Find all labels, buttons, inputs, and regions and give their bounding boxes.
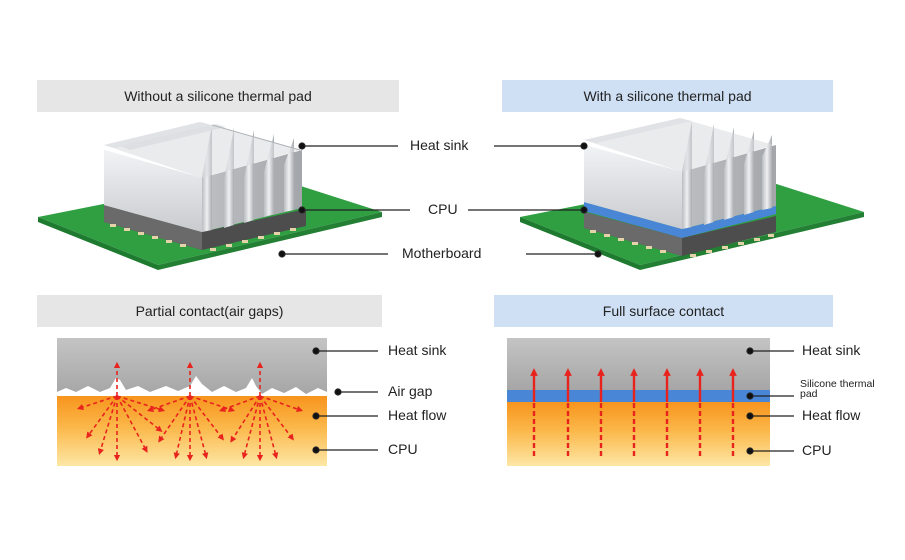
motherboard-edge [38,217,158,270]
label-left-cpu: CPU [388,441,418,457]
heat-flow-arrows [530,368,737,456]
heat-sink-fins [584,118,774,229]
heat-sink-fins [104,122,301,232]
thermal-pad [584,202,776,238]
heat-sink-layer [507,338,770,390]
cpu-pins [590,230,774,257]
assembly-without-pad [38,122,382,270]
header-partial-contact: Partial contact(air gaps) [37,295,382,327]
cpu-layer [507,402,770,466]
bottom-left-leaders [312,347,378,454]
label-right-heat-flow: Heat flow [802,407,861,423]
header-without-pad: Without a silicone thermal pad [37,80,399,112]
bottom-right-leaders [746,347,794,455]
header-with-pad: With a silicone thermal pad [502,80,833,112]
label-air-gap: Air gap [388,383,433,399]
cross-section-full [507,338,770,466]
assembly-with-pad [520,118,864,270]
cross-section-partial [57,338,327,466]
cpu-pins [110,224,296,251]
label-right-cpu: CPU [802,442,832,458]
label-thermal-pad: Silicone thermal pad [800,378,875,400]
label-cpu: CPU [428,201,458,217]
label-heat-sink: Heat sink [410,137,469,153]
heat-flow-arrows [76,361,304,462]
label-motherboard: Motherboard [402,245,482,261]
header-full-contact: Full surface contact [494,295,833,327]
top-leader-lines [278,142,602,258]
heat-sink-layer [57,338,327,394]
label-right-heat-sink: Heat sink [802,342,861,358]
label-left-heat-sink: Heat sink [388,342,447,358]
thermal-pad-layer [507,390,770,402]
label-left-heat-flow: Heat flow [388,407,447,423]
